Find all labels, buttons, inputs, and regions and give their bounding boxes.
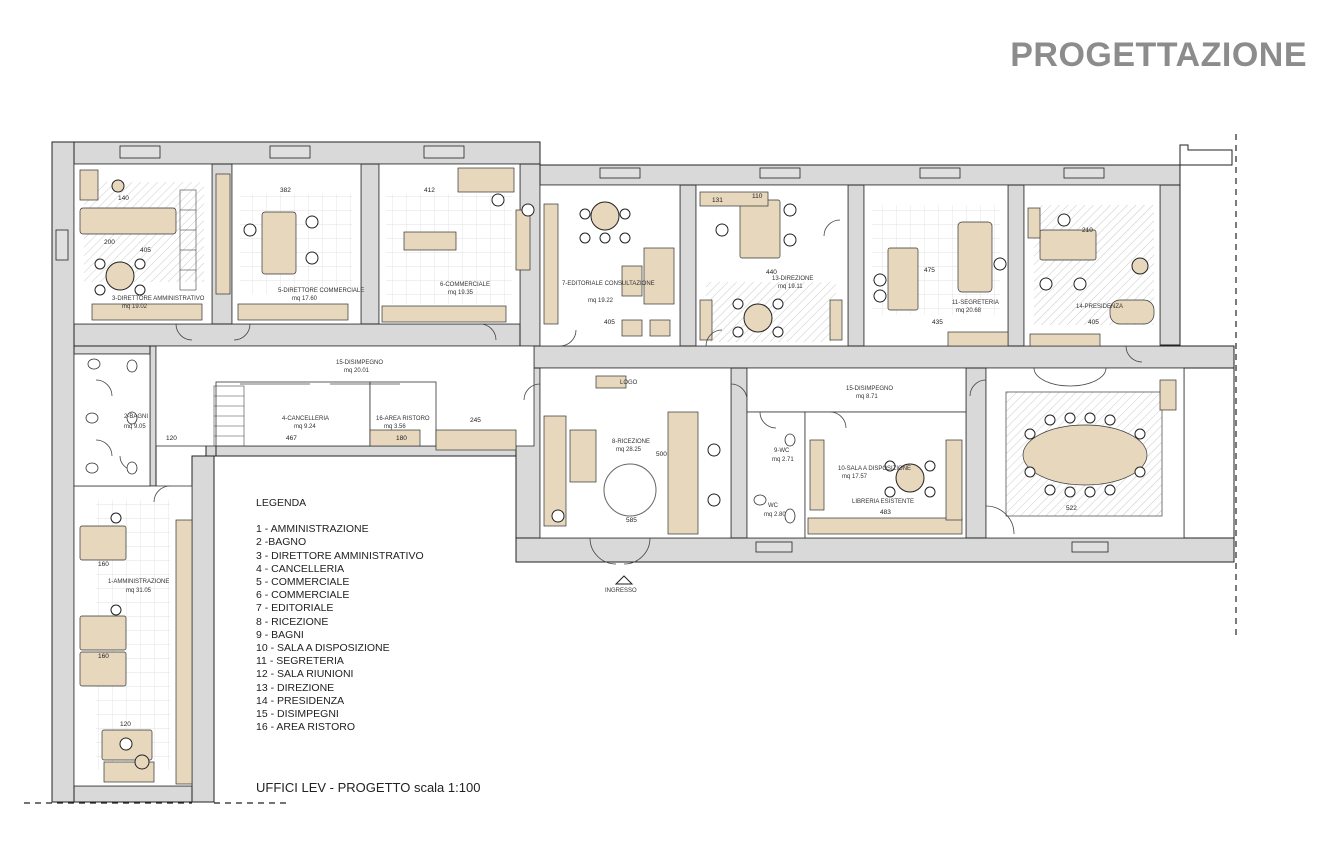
dim-382: 382 xyxy=(280,187,291,194)
dim-200: 200 xyxy=(104,239,115,246)
room-9-label: 9-WC xyxy=(774,448,790,454)
room-10-label: 10-SALA A DISPOSIZIONE xyxy=(838,466,911,472)
room-15b-area: mq 8.71 xyxy=(856,394,878,400)
room-3-area: mq 19.02 xyxy=(122,304,148,310)
furniture xyxy=(79,167,1177,785)
legend-item: 16 - AREA RISTORO xyxy=(256,721,356,734)
room-5-area: mq 17.60 xyxy=(292,296,318,302)
dim-160b: 160 xyxy=(98,653,109,660)
dim-210: 210 xyxy=(1082,227,1093,234)
legend-item: 8 - RICEZIONE xyxy=(256,615,329,628)
stairs xyxy=(179,189,245,447)
room-2-label: 2-BAGNI xyxy=(124,414,148,420)
legend-item: 7 - EDITORIALE xyxy=(256,602,334,615)
room-4-label: 4-CANCELLERIA xyxy=(282,416,329,422)
room-11-label: 11-SEGRETERIA xyxy=(952,300,999,306)
room-8-area: mq 28.25 xyxy=(616,447,642,453)
entrance-label: INGRESSO xyxy=(605,588,637,594)
room-4-area: mq 9.24 xyxy=(294,424,316,430)
dim-412: 412 xyxy=(424,187,435,194)
dim-180: 180 xyxy=(396,435,407,442)
room-15b-label: 15-DISIMPEGNO xyxy=(846,386,893,392)
room-8-label: 8-RICEZIONE xyxy=(612,439,650,445)
legend-item: 15 - DISIMPEGNI xyxy=(256,708,339,721)
legend-item: 6 - COMMERCIALE xyxy=(256,589,350,602)
room-7-label: 7-EDITORIALE CONSULTAZIONE xyxy=(562,281,655,287)
legend-item: 5 - COMMERCIALE xyxy=(256,576,350,589)
dim-475: 475 xyxy=(924,267,935,274)
dim-110: 110 xyxy=(752,193,763,200)
room-7-area: mq 19.22 xyxy=(588,298,614,304)
dim-405b: 405 xyxy=(1088,319,1099,326)
legend-item: 10 - SALA A DISPOSIZIONE xyxy=(256,642,390,655)
dim-140: 140 xyxy=(118,195,129,202)
room-16-area: mq 3.56 xyxy=(384,424,406,430)
legend-item: 2 -BAGNO xyxy=(256,536,307,549)
room-3-label: 3-DIRETTORE AMMINISTRATIVO xyxy=(112,296,205,302)
legend-item: 14 - PRESIDENZA xyxy=(256,694,345,707)
legend-item: 9 - BAGNI xyxy=(256,628,304,641)
room-10-area: mq 17.57 xyxy=(842,474,868,480)
dim-245: 245 xyxy=(470,417,481,424)
dim-120b: 120 xyxy=(120,721,131,728)
dim-500: 500 xyxy=(656,451,667,458)
site-boundary xyxy=(24,134,1237,804)
room-11-area: mq 20.68 xyxy=(956,308,982,314)
room-16-label: 16-AREA RISTORO xyxy=(376,416,430,422)
legend-item: 11 - SEGRETERIA xyxy=(256,655,344,668)
windows xyxy=(55,145,1109,553)
legend-title: LEGENDA xyxy=(256,497,307,509)
legend-item: 4 - CANCELLERIA xyxy=(256,562,345,575)
sanitary-fixtures xyxy=(85,358,796,524)
room-15a-label: 15-DISIMPEGNO xyxy=(336,360,383,366)
dim-405c: 405 xyxy=(604,319,615,326)
room-9b-label: WC xyxy=(768,503,779,509)
dim-435: 435 xyxy=(932,319,943,326)
dim-131: 131 xyxy=(712,197,723,204)
legend-item: 3 - DIRETTORE AMMINISTRATIVO xyxy=(256,549,424,562)
room-13-label: 13-DIREZIONE xyxy=(772,276,813,282)
logo-label: LOGO xyxy=(620,380,638,386)
dim-522: 522 xyxy=(1066,505,1077,512)
room-6-label: 6-COMMERCIALE xyxy=(440,282,490,288)
libreria-label: LIBRERIA ESISTENTE xyxy=(852,499,914,505)
dim-160: 160 xyxy=(98,561,109,568)
room-13-area: mq 19.11 xyxy=(778,284,803,290)
page-title: PROGETTAZIONE xyxy=(1010,36,1307,74)
legend-item: 13 - DIREZIONE xyxy=(256,681,335,694)
room-6-area: mq 19.35 xyxy=(448,290,474,296)
room-9-area: mq 2.71 xyxy=(772,457,794,463)
dim-467: 467 xyxy=(286,435,297,442)
room-2-area: mq 9.05 xyxy=(124,424,146,430)
room-5-label: 5-DIRETTORE COMMERCIALE xyxy=(278,288,364,294)
dim-405: 405 xyxy=(140,247,151,254)
dim-440: 440 xyxy=(766,269,777,276)
room-15a-area: mq 20.01 xyxy=(344,368,370,374)
entrance-marker xyxy=(614,575,634,585)
dim-120: 120 xyxy=(166,435,177,442)
legend-item: 1 - AMMINISTRAZIONE xyxy=(256,523,369,536)
chairs xyxy=(94,179,1149,770)
dim-585: 585 xyxy=(626,517,637,524)
legend-item: 12 - SALA RIUNIONI xyxy=(256,668,354,681)
room-14-label: 14-PRESIDENZA xyxy=(1076,304,1123,310)
room-1-label: 1-AMMINISTRAZIONE xyxy=(108,579,169,585)
room-9b-area: mq 2.80 xyxy=(764,512,786,518)
plan-caption: UFFICI LEV - PROGETTO scala 1:100 xyxy=(256,780,481,795)
dim-483: 483 xyxy=(880,509,891,516)
room-1-area: mq 31.05 xyxy=(126,588,152,594)
